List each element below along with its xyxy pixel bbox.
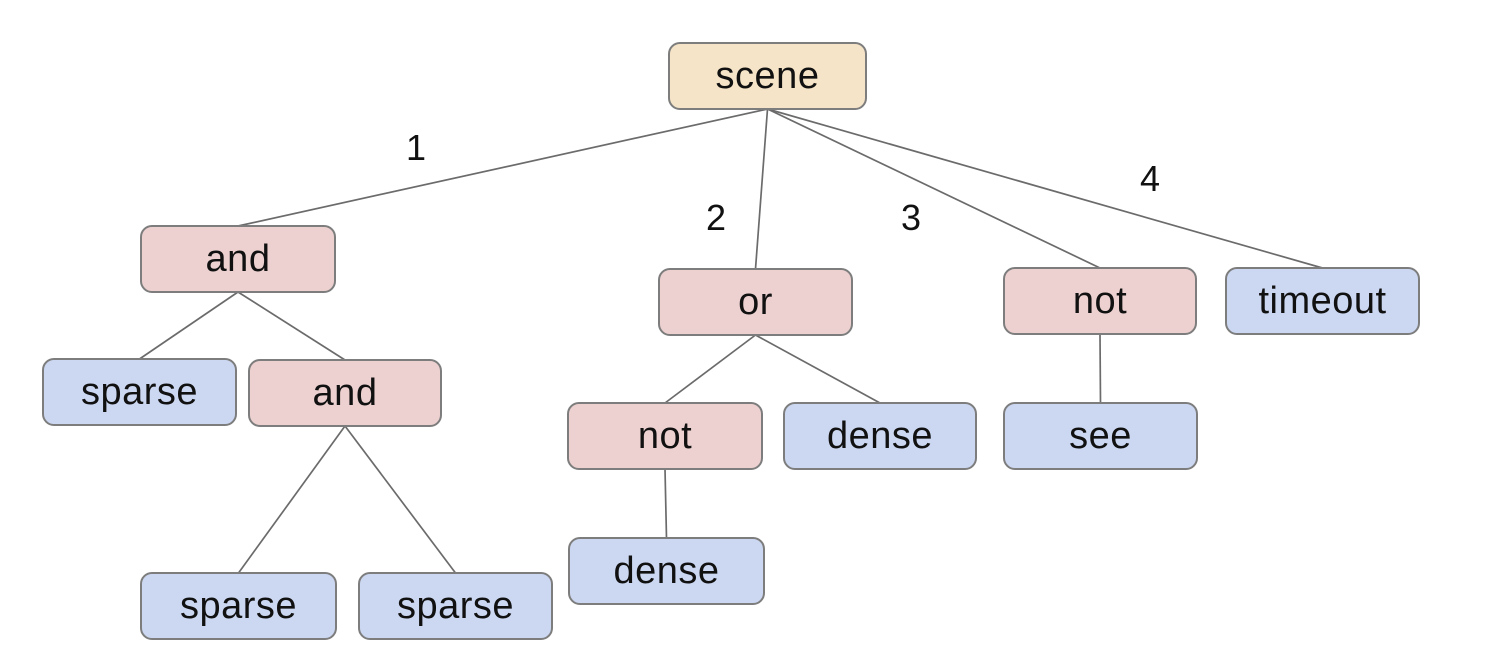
edge-label-2: 2: [705, 197, 727, 238]
edge-label-4: 4: [1139, 158, 1161, 199]
edge-and-2-to-sparse-2: [237, 425, 346, 574]
edge-not-1-to-dense-2: [664, 468, 668, 539]
edge-scene-to-and-1: [237, 108, 768, 227]
edge-not-2-to-see-1: [1099, 333, 1102, 404]
edge-scene-to-or-1: [754, 108, 769, 270]
edge-label-3: 3: [900, 197, 922, 238]
edge-scene-to-not-2: [767, 108, 1101, 269]
node-scene: scene: [668, 42, 867, 110]
node-see-1: see: [1003, 402, 1198, 470]
edge-or-1-to-dense-1: [755, 334, 881, 404]
node-sparse-2: sparse: [140, 572, 337, 640]
node-not-1: not: [567, 402, 763, 470]
node-not-2: not: [1003, 267, 1197, 335]
edge-label-1: 1: [405, 127, 427, 168]
node-and-1: and: [140, 225, 336, 293]
node-dense-2: dense: [568, 537, 765, 605]
node-sparse-1: sparse: [42, 358, 237, 426]
node-dense-1: dense: [783, 402, 977, 470]
edge-and-1-to-sparse-1: [139, 291, 239, 360]
edge-and-1-to-and-2: [237, 291, 346, 361]
edge-or-1-to-not-1: [664, 334, 757, 404]
node-and-2: and: [248, 359, 442, 427]
node-sparse-3: sparse: [358, 572, 553, 640]
node-timeout-1: timeout: [1225, 267, 1420, 335]
node-or-1: or: [658, 268, 853, 336]
edge-scene-to-timeout-1: [767, 108, 1323, 269]
edge-and-2-to-sparse-3: [344, 425, 457, 574]
